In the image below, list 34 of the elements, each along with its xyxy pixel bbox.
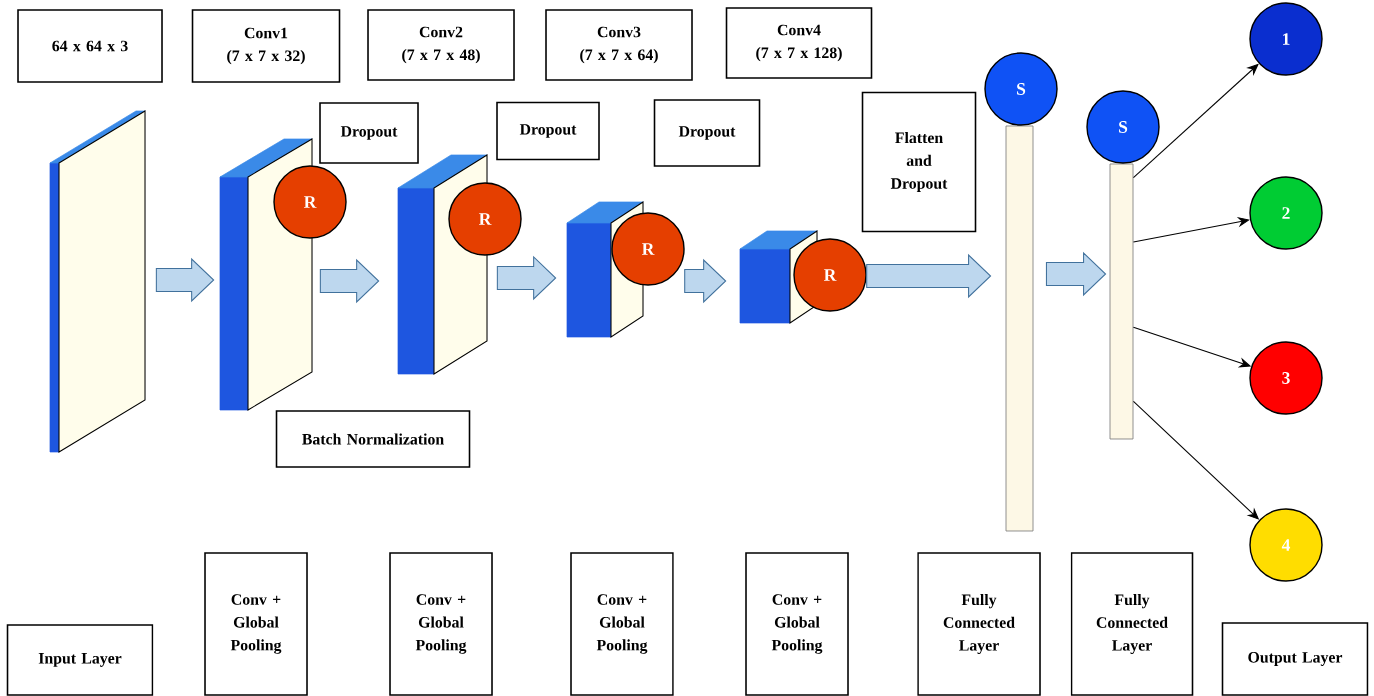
circle-node: S xyxy=(1086,90,1160,164)
text-box: Dropout xyxy=(653,99,761,167)
circle-node: R xyxy=(448,182,522,256)
circle-node: R xyxy=(273,165,347,239)
text-box: Conv3 (7 x 7 x 64) xyxy=(545,9,693,81)
text-box: Fully Connected Layer xyxy=(1070,552,1194,696)
block-arrow xyxy=(496,255,557,301)
block-arrow xyxy=(1045,251,1107,297)
text-box: Fully Connected Layer xyxy=(917,552,1041,696)
block-arrow xyxy=(866,253,992,299)
text-box: Conv + Global Pooling xyxy=(570,552,674,696)
layer-bar xyxy=(1109,163,1134,440)
text-box: Conv + Global Pooling xyxy=(204,552,308,696)
text-box: Conv1 (7 x 7 x 32) xyxy=(191,9,341,83)
text-box: Conv + Global Pooling xyxy=(389,552,493,696)
circle-node: R xyxy=(611,212,685,286)
circle-node: R xyxy=(793,238,867,312)
text-box: Flatten and Dropout xyxy=(861,91,977,233)
block-arrow xyxy=(319,258,380,304)
text-box: Batch Normalization xyxy=(275,410,471,468)
text-box: Conv4 (7 x 7 x 128) xyxy=(725,7,873,79)
text-box: Input Layer xyxy=(6,624,154,696)
block-arrow xyxy=(155,257,215,303)
layer-block-drawing xyxy=(49,110,146,453)
layer-bar xyxy=(1005,125,1034,532)
text-box: Dropout xyxy=(496,101,600,161)
arrow xyxy=(1132,216,1250,243)
text-box: Conv + Global Pooling xyxy=(745,552,849,696)
circle-node: S xyxy=(984,52,1058,126)
text-box: Dropout xyxy=(319,102,419,164)
text-box: Conv2 (7 x 7 x 48) xyxy=(367,9,515,81)
block-arrow xyxy=(684,258,727,304)
text-box: 64 x 64 x 3 xyxy=(17,9,163,83)
text-box: Output Layer xyxy=(1221,622,1369,696)
